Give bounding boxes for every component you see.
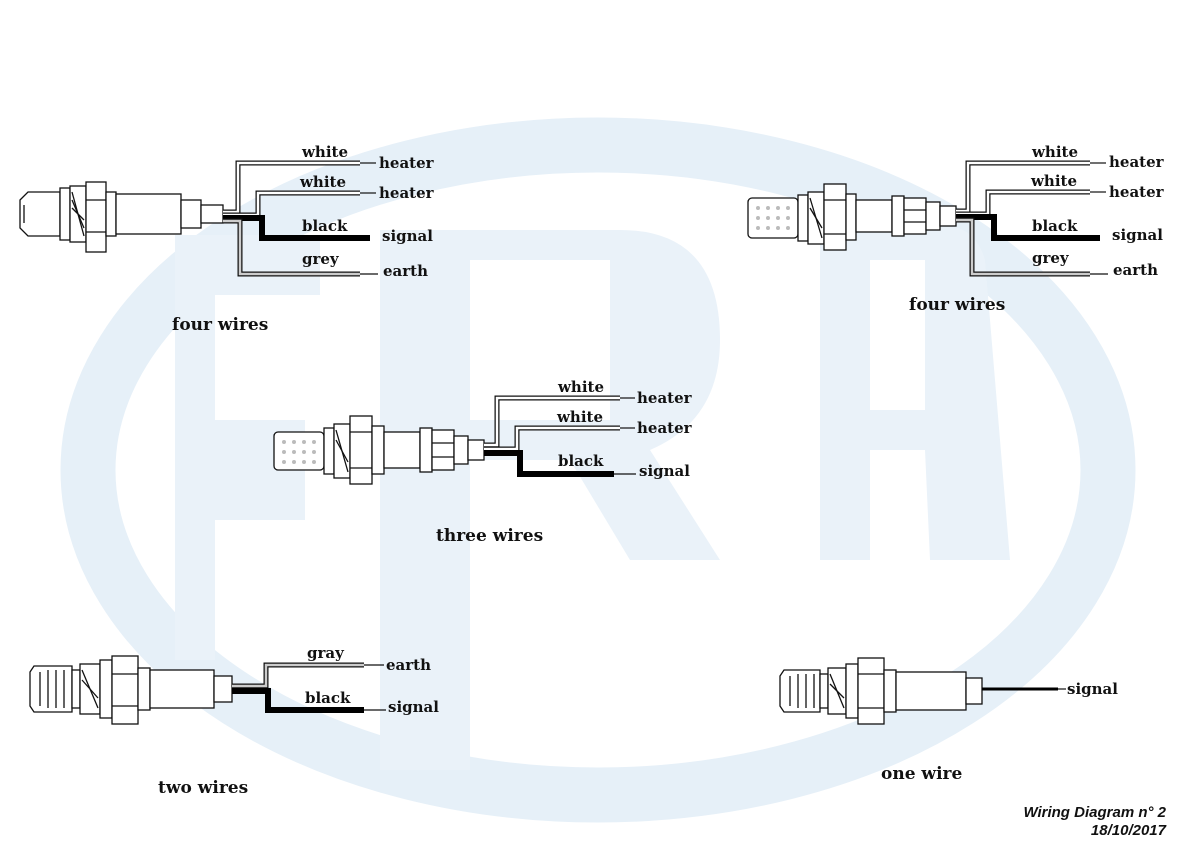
- wire-terminal-label: heater: [1109, 183, 1165, 201]
- wire-terminal-label: heater: [637, 419, 693, 437]
- wire-color-label: white: [556, 408, 603, 426]
- wire-color-label: grey: [1032, 249, 1070, 267]
- wire-color-label: grey: [302, 250, 340, 268]
- wire-terminal-label: signal: [388, 698, 439, 716]
- era-watermark-logo: [60, 117, 1136, 823]
- diagram-footer: Wiring Diagram n° 2 18/10/2017: [1023, 804, 1166, 840]
- wires-two: [232, 662, 386, 713]
- wire-color-label: white: [557, 378, 604, 396]
- diagram-caption: three wires: [436, 526, 543, 546]
- wires-four-left: [223, 160, 378, 277]
- wire-terminal-label: heater: [379, 154, 435, 172]
- sensor-one-wire: [779, 657, 983, 725]
- wire-color-label: white: [1030, 172, 1077, 190]
- wire-color-label: black: [1032, 217, 1078, 235]
- wire-color-label: black: [558, 452, 604, 470]
- wire-color-label: black: [302, 217, 348, 235]
- wire-terminal-label: heater: [637, 389, 693, 407]
- wire-terminal-label: signal: [1112, 226, 1163, 244]
- sensor-two-wires: [29, 655, 233, 725]
- wire-color-label: white: [1031, 143, 1078, 161]
- sensor-four-wires-left: [19, 181, 224, 253]
- diagram-caption: four wires: [172, 315, 268, 335]
- wires-three: [484, 395, 636, 477]
- wire-terminal-label: heater: [379, 184, 435, 202]
- wire-color-label: gray: [307, 644, 345, 662]
- wire-color-label: white: [301, 143, 348, 161]
- diagram-caption: two wires: [158, 778, 248, 798]
- wire-terminal-label: signal: [639, 462, 690, 480]
- wires-four-right: [956, 160, 1108, 277]
- sensor-four-wires-right: [747, 183, 957, 251]
- wire-terminal-label: earth: [1113, 261, 1158, 279]
- diagram-caption: one wire: [881, 764, 962, 784]
- wire-color-label: white: [299, 173, 346, 191]
- wire-terminal-label: earth: [386, 656, 431, 674]
- sensor-three-wires: [273, 415, 485, 485]
- wire-color-label: black: [305, 689, 351, 707]
- wire-terminal-label: earth: [383, 262, 428, 280]
- footer-title: Wiring Diagram n° 2: [1023, 804, 1166, 821]
- footer-date: 18/10/2017: [1090, 822, 1166, 839]
- wire-terminal-label: signal: [1067, 680, 1118, 698]
- diagram-caption: four wires: [909, 295, 1005, 315]
- wire-terminal-label: signal: [382, 227, 433, 245]
- wire-terminal-label: heater: [1109, 153, 1165, 171]
